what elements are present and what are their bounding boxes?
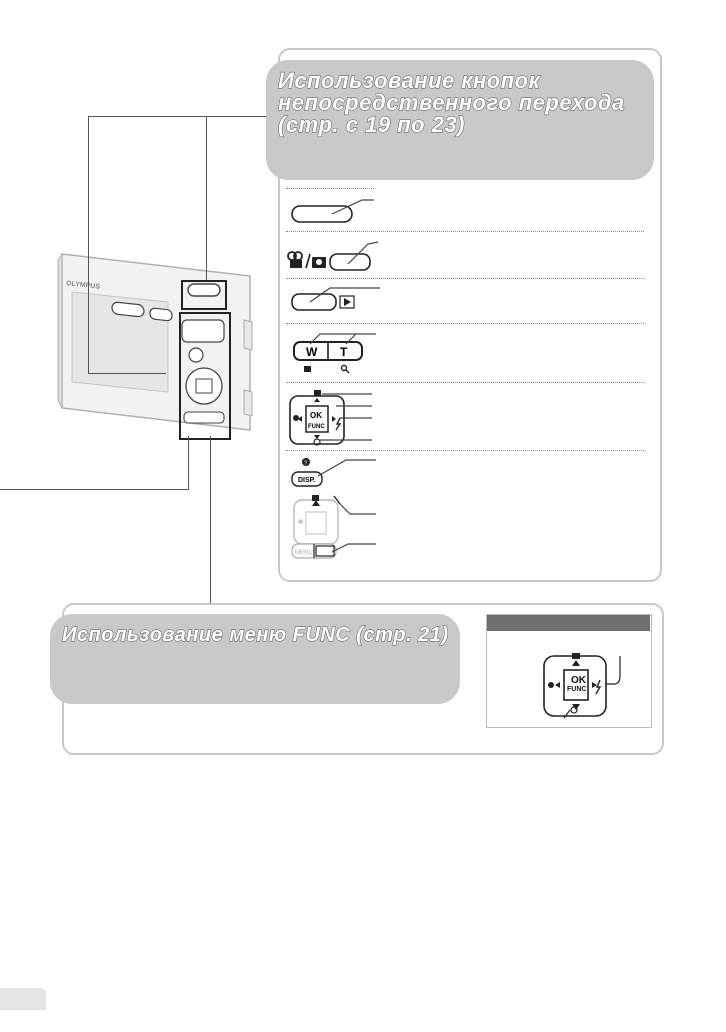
func-menu-banner	[50, 614, 460, 704]
func-inset-header	[487, 615, 650, 631]
direct-buttons-banner	[266, 60, 654, 180]
controls-highlight-box	[179, 312, 231, 440]
svg-text:T: T	[340, 345, 348, 359]
title-line-1: Использование кнопок	[277, 68, 541, 93]
playback-button-icon	[291, 287, 380, 311]
arrow-pad-icon: OK FUNC	[289, 390, 372, 446]
arrow-pad-grey-icon: ♣	[293, 495, 376, 545]
svg-text:FUNC: FUNC	[308, 424, 325, 430]
movie-camera-and-camera-icon	[287, 241, 379, 271]
title-line-3: (стр. с 19 по 23)	[277, 112, 466, 137]
title-line-2: непосредственного перехода	[277, 90, 625, 115]
direct-buttons-title: Использование кнопок непосредственного п…	[277, 68, 658, 137]
zoom-lever-icon: W T	[293, 333, 376, 374]
svg-text:W: W	[306, 345, 318, 359]
shutter-button-icon	[291, 199, 374, 223]
func-menu-title: Использование меню FUNC (стр. 21)	[61, 623, 449, 646]
func-func-label: FUNC	[567, 686, 587, 693]
func-arrow-pad-icon	[543, 653, 621, 719]
svg-text:?: ?	[304, 461, 308, 467]
func-ok-label: OK	[571, 675, 586, 686]
page-number-tab	[0, 988, 46, 1010]
svg-text:♣: ♣	[298, 517, 304, 526]
svg-text:OK: OK	[310, 411, 322, 420]
svg-text:MENU: MENU	[295, 550, 313, 556]
camera-illustration	[57, 252, 253, 431]
shutter-highlight-box	[181, 280, 227, 310]
menu-button-icon: MENU	[291, 543, 376, 559]
svg-text:DISP.: DISP.	[298, 477, 315, 484]
disp-button-icon: ? DISP.	[291, 458, 376, 487]
